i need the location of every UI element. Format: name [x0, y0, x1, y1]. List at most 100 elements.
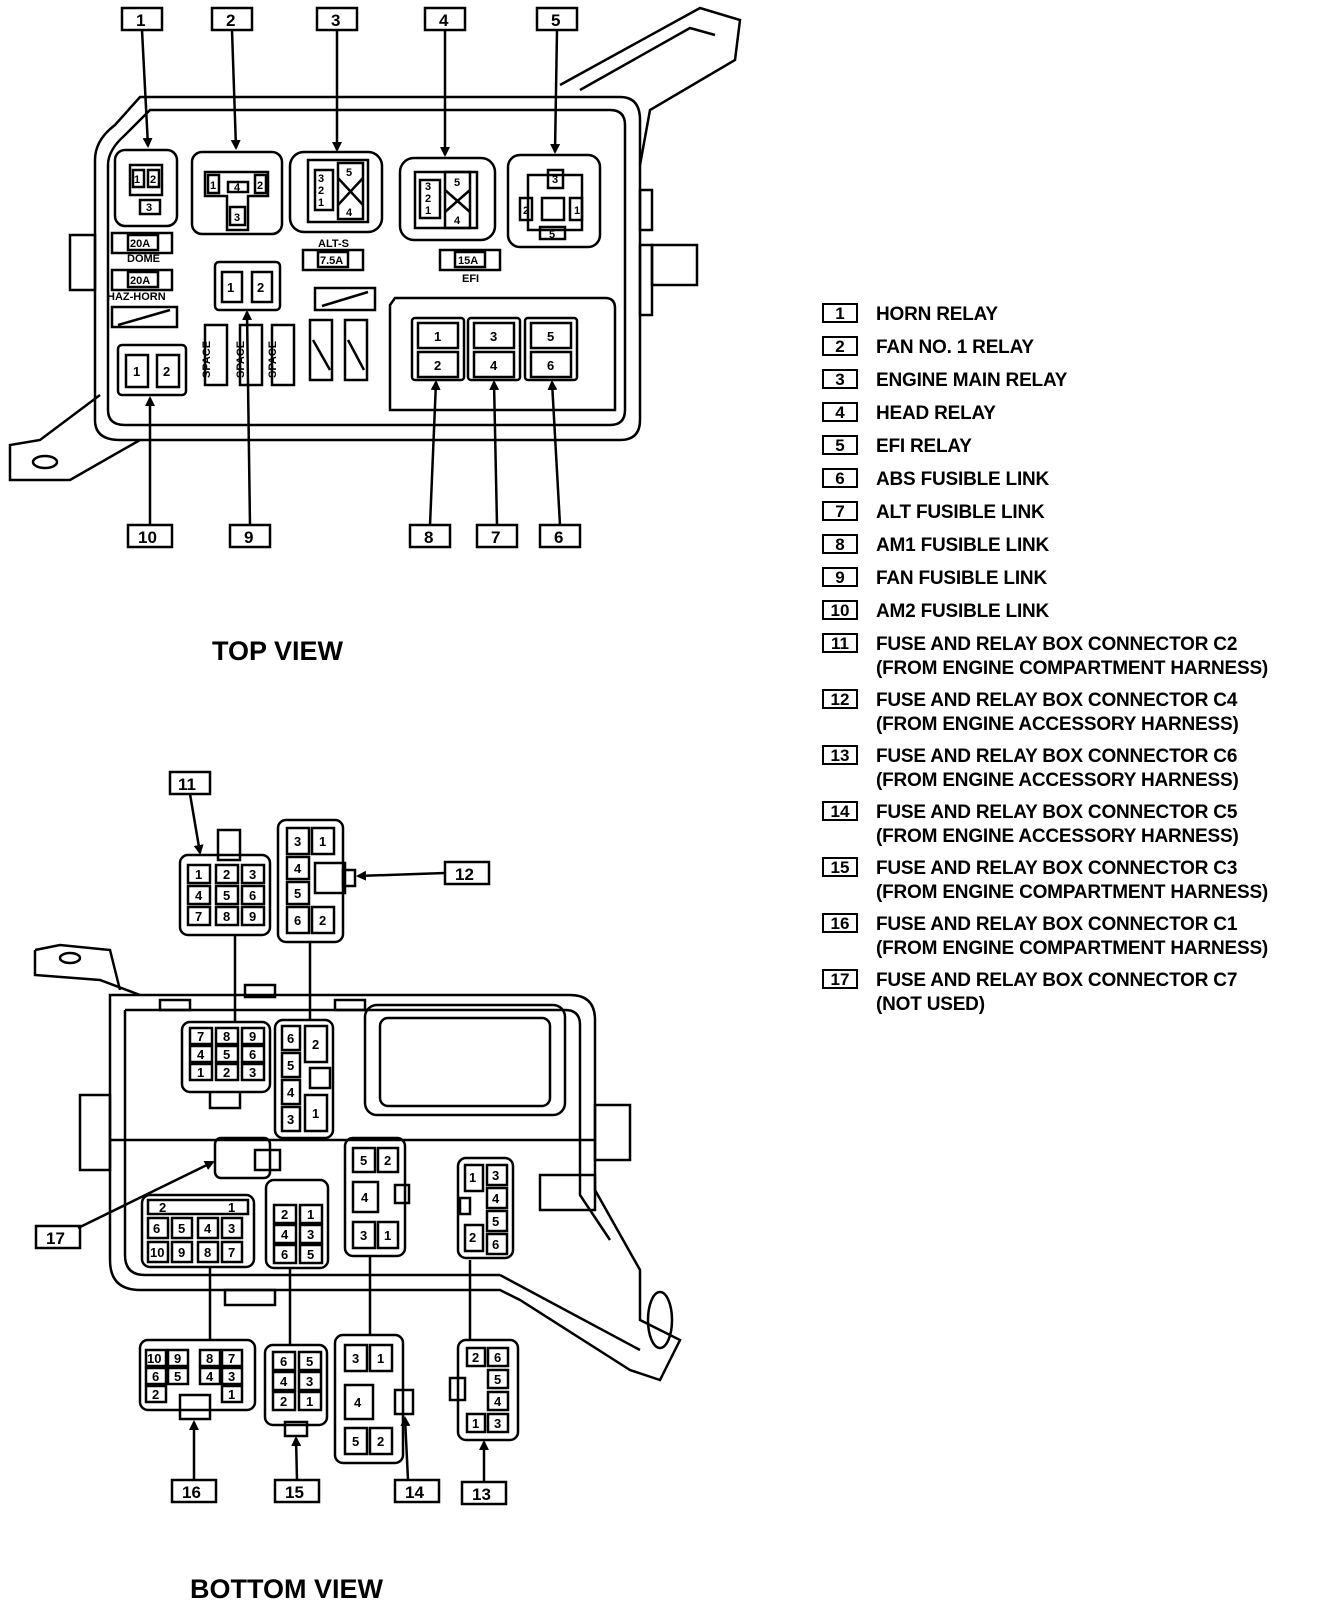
svg-text:9: 9 [178, 1245, 185, 1260]
svg-text:9: 9 [249, 909, 256, 924]
svg-text:2: 2 [469, 1230, 476, 1245]
svg-text:4: 4 [346, 207, 353, 219]
svg-text:2: 2 [163, 364, 170, 379]
svg-text:5: 5 [287, 1058, 294, 1073]
svg-text:5: 5 [294, 886, 301, 901]
svg-text:1: 1 [306, 1394, 313, 1409]
svg-text:3: 3 [490, 329, 497, 344]
svg-text:1: 1 [377, 1351, 384, 1366]
svg-text:6: 6 [554, 528, 563, 547]
svg-text:6: 6 [492, 1237, 499, 1252]
svg-text:7: 7 [197, 1029, 204, 1044]
efi-fuse-label: EFI [462, 273, 479, 285]
svg-text:2: 2 [319, 913, 326, 928]
svg-text:4: 4 [490, 358, 498, 373]
svg-text:3: 3 [234, 212, 240, 224]
svg-text:9: 9 [174, 1351, 181, 1366]
legend-number: 15 [822, 857, 858, 877]
legend-number: 7 [822, 501, 858, 521]
svg-text:3: 3 [294, 834, 301, 849]
svg-text:1: 1 [228, 1387, 235, 1402]
svg-text:8: 8 [223, 1029, 230, 1044]
svg-text:4: 4 [280, 1374, 288, 1389]
svg-text:2: 2 [159, 1200, 166, 1215]
svg-text:6: 6 [280, 1354, 287, 1369]
svg-text:2: 2 [226, 11, 235, 30]
svg-text:10: 10 [147, 1351, 161, 1366]
top-view-title: TOP VIEW [212, 636, 344, 666]
svg-text:4: 4 [354, 1395, 362, 1410]
svg-text:1: 1 [574, 205, 580, 217]
alt-s-fuse-label: ALT-S [318, 238, 349, 250]
svg-text:3: 3 [331, 11, 340, 30]
legend-description: HORN RELAY [876, 304, 998, 325]
svg-text:6: 6 [281, 1247, 288, 1262]
svg-text:3: 3 [425, 181, 431, 193]
svg-text:1: 1 [307, 1207, 314, 1222]
svg-text:5: 5 [174, 1369, 181, 1384]
svg-text:4: 4 [206, 1369, 214, 1384]
svg-text:2: 2 [425, 193, 431, 205]
legend-description: FUSE AND RELAY BOX CONNECTOR C7 (NOT USE… [876, 970, 1238, 1015]
svg-text:4: 4 [492, 1191, 500, 1206]
space-label-3: SPACE [267, 341, 279, 378]
svg-text:2: 2 [280, 1394, 287, 1409]
space-label-2: SPACE [235, 341, 247, 378]
svg-text:5: 5 [454, 177, 460, 189]
svg-text:3: 3 [552, 174, 558, 186]
fan-fusible-link: 1 2 [213, 260, 282, 312]
svg-text:1: 1 [469, 1170, 476, 1185]
svg-text:11: 11 [178, 775, 196, 794]
svg-text:10: 10 [138, 528, 157, 547]
svg-text:3: 3 [492, 1168, 499, 1183]
legend-description: FUSE AND RELAY BOX CONNECTOR C6 (FROM EN… [876, 746, 1239, 791]
svg-text:1: 1 [134, 174, 140, 186]
legend-description: FUSE AND RELAY BOX CONNECTOR C4 (FROM EN… [876, 690, 1239, 735]
svg-text:1: 1 [434, 329, 441, 344]
spare-fuse-2 [313, 286, 377, 312]
svg-text:1: 1 [312, 1106, 319, 1121]
housing-connector-c7 [213, 1136, 282, 1180]
svg-text:2: 2 [152, 1387, 159, 1402]
svg-text:4: 4 [439, 11, 449, 30]
legend-description: EFI RELAY [876, 436, 972, 457]
svg-text:1: 1 [472, 1416, 479, 1431]
svg-text:6: 6 [249, 888, 256, 903]
svg-text:5: 5 [494, 1372, 501, 1387]
svg-text:6: 6 [547, 358, 554, 373]
horn-relay: 1 2 3 [113, 148, 179, 228]
svg-text:1: 1 [197, 1065, 204, 1080]
svg-text:17: 17 [46, 1229, 65, 1248]
svg-text:7: 7 [228, 1245, 235, 1260]
svg-text:8: 8 [424, 528, 433, 547]
svg-text:8: 8 [223, 909, 230, 924]
legend-description: FAN FUSIBLE LINK [876, 568, 1047, 589]
svg-text:10: 10 [150, 1245, 164, 1260]
head-relay: 3 2 1 5 4 [398, 156, 497, 242]
svg-text:3: 3 [307, 1227, 314, 1242]
svg-text:3: 3 [146, 202, 152, 214]
svg-text:2: 2 [434, 358, 441, 373]
legend-number: 6 [822, 468, 858, 488]
bottom-view-title: BOTTOM VIEW [190, 1574, 384, 1604]
efi-fuse: 15A EFI [438, 248, 502, 285]
svg-text:1: 1 [210, 180, 216, 192]
svg-text:8: 8 [206, 1351, 213, 1366]
svg-text:1: 1 [195, 867, 202, 882]
engine-main-relay: 3 2 1 5 4 [288, 150, 384, 234]
svg-text:3: 3 [287, 1112, 294, 1127]
